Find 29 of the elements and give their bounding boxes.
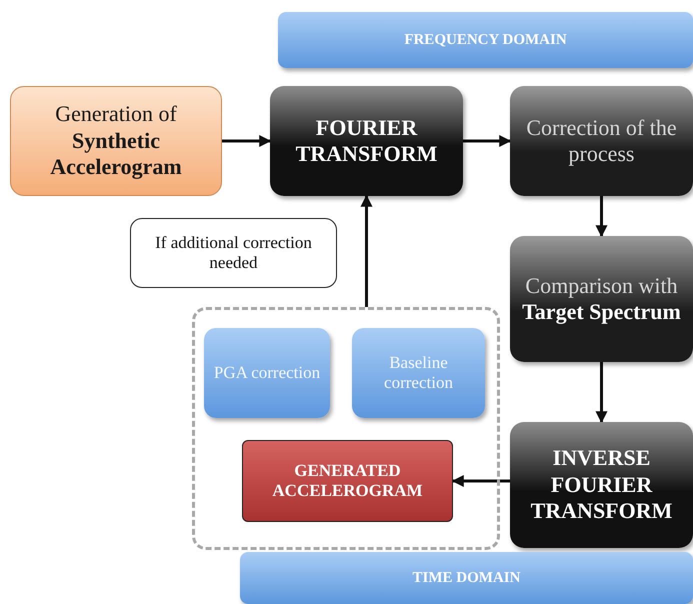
process-box (510, 236, 693, 362)
correction-box (352, 328, 485, 418)
correction-box (204, 328, 330, 418)
arrow (596, 362, 608, 424)
node-label: PGA correction (212, 362, 322, 384)
arrow (222, 135, 272, 147)
process-box (10, 86, 222, 196)
domain-band (278, 12, 693, 68)
condition-box (130, 218, 337, 288)
node-label: TIME DOMAIN (412, 569, 522, 587)
arrow (452, 475, 510, 487)
node-label: Baseline correction (383, 352, 454, 394)
process-box (510, 86, 693, 196)
node-label: GENERATED ACCELEROGRAM (271, 460, 424, 502)
node-label: If additional correction needed (154, 232, 313, 274)
node-label: INVERSE FOURIER TRANSFORM (530, 445, 674, 525)
arrow (596, 196, 608, 238)
node-label: Generation of Synthetic Accelerogram (49, 101, 183, 181)
node-label: Correction of the process (525, 114, 678, 168)
domain-band (240, 552, 693, 604)
node-label: Comparison with Target Spectrum (521, 272, 682, 326)
node-label: FREQUENCY DOMAIN (403, 31, 568, 49)
process-box (270, 86, 463, 196)
result-box (242, 440, 453, 522)
node-label: FOURIER TRANSFORM (294, 114, 438, 168)
arrow (360, 194, 372, 307)
arrow (463, 135, 512, 147)
dashed-group-box (192, 307, 500, 550)
process-box (510, 422, 693, 548)
